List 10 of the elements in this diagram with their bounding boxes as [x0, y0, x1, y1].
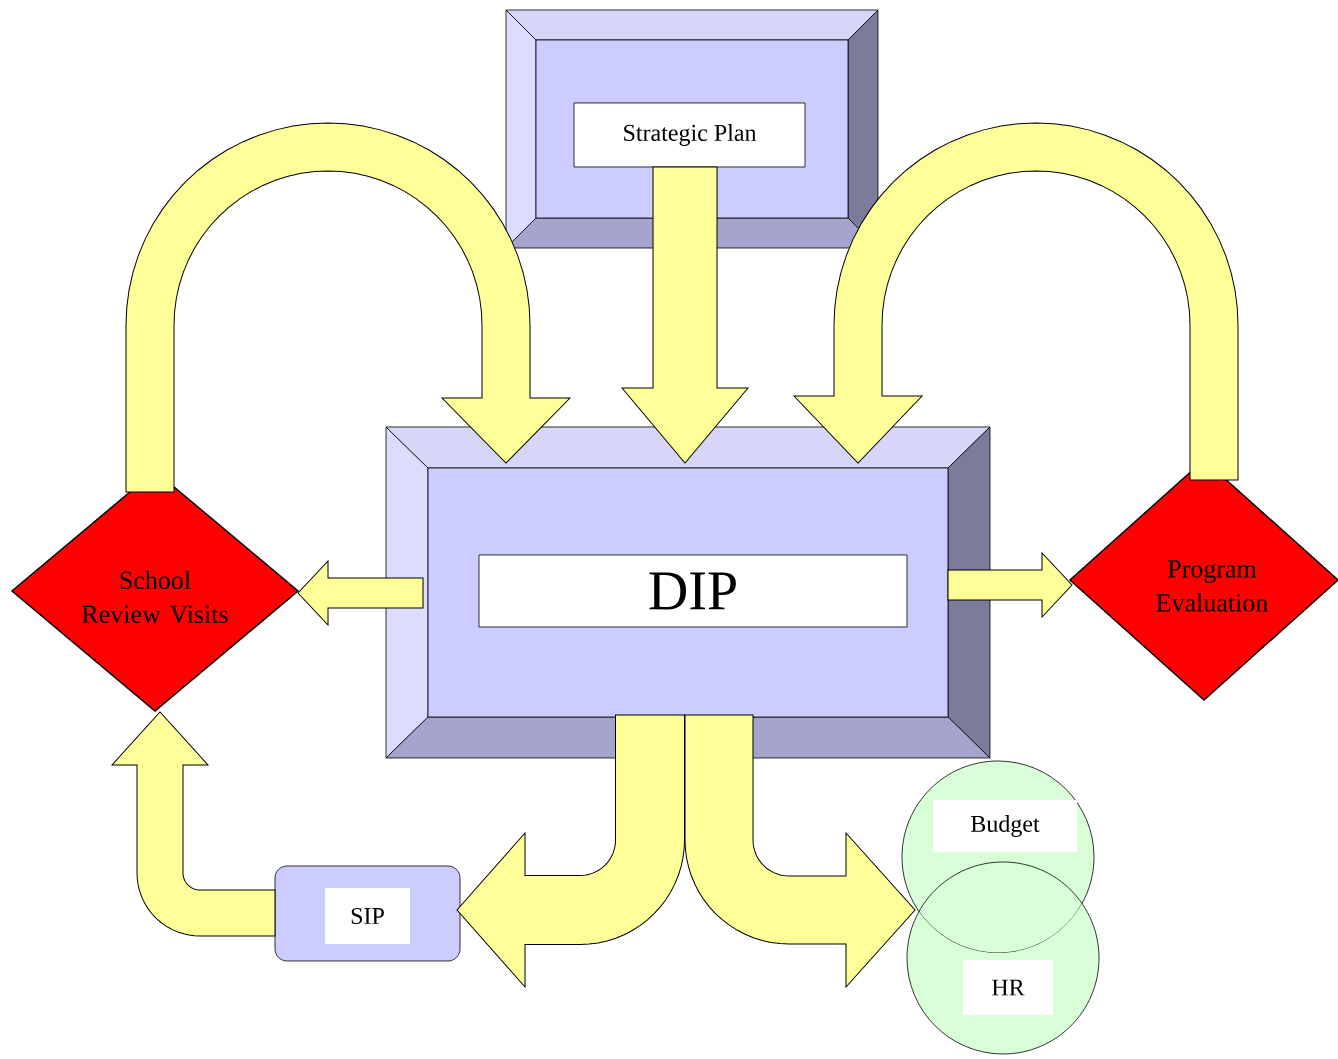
arrow [125, 122, 571, 493]
arrow [793, 122, 1239, 481]
arrow [297, 560, 424, 626]
arrow [111, 711, 276, 937]
arrow [947, 552, 1073, 618]
arrow [456, 714, 685, 988]
process-box: SIP [274, 865, 461, 962]
arrow [621, 166, 749, 464]
bevel-box: DIP [385, 426, 991, 759]
bevel-box: Strategic Plan [505, 9, 879, 249]
